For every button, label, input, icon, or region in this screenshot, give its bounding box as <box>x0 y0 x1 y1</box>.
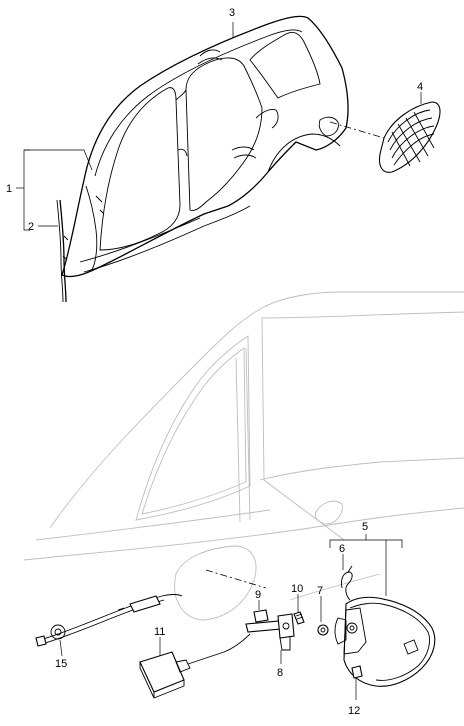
fastening-screw <box>293 611 305 625</box>
callout-11: 11 <box>154 626 165 638</box>
rubber-bushing <box>317 624 329 636</box>
door-seal-strip <box>56 199 69 303</box>
ventilation-grille <box>378 101 441 173</box>
callout-3: 3 <box>229 7 235 19</box>
rod-holder <box>253 609 269 623</box>
callout-6: 6 <box>339 543 345 555</box>
locking-rod-bracket <box>245 613 295 651</box>
fuel-filler-flap-assembly <box>334 565 436 687</box>
callout-10: 10 <box>291 583 303 595</box>
callout-1: 1 <box>6 183 12 195</box>
actuator-motor <box>139 633 251 699</box>
side-panel <box>61 15 349 278</box>
callout-4: 4 <box>417 81 423 93</box>
callout-8: 8 <box>277 667 283 679</box>
retaining-clip <box>351 665 363 679</box>
callout-9: 9 <box>255 589 261 601</box>
callout-5: 5 <box>362 521 368 533</box>
callout-12: 12 <box>348 705 360 717</box>
vehicle-outline <box>23 291 464 621</box>
emergency-release-cable <box>35 594 183 647</box>
callout-2: 2 <box>28 221 34 233</box>
callout-7: 7 <box>317 585 323 597</box>
leader-lines <box>16 22 422 700</box>
callout-15: 15 <box>55 658 67 670</box>
callout-labels: 1 2 3 4 5 6 7 8 9 10 11 12 15 <box>6 7 423 717</box>
